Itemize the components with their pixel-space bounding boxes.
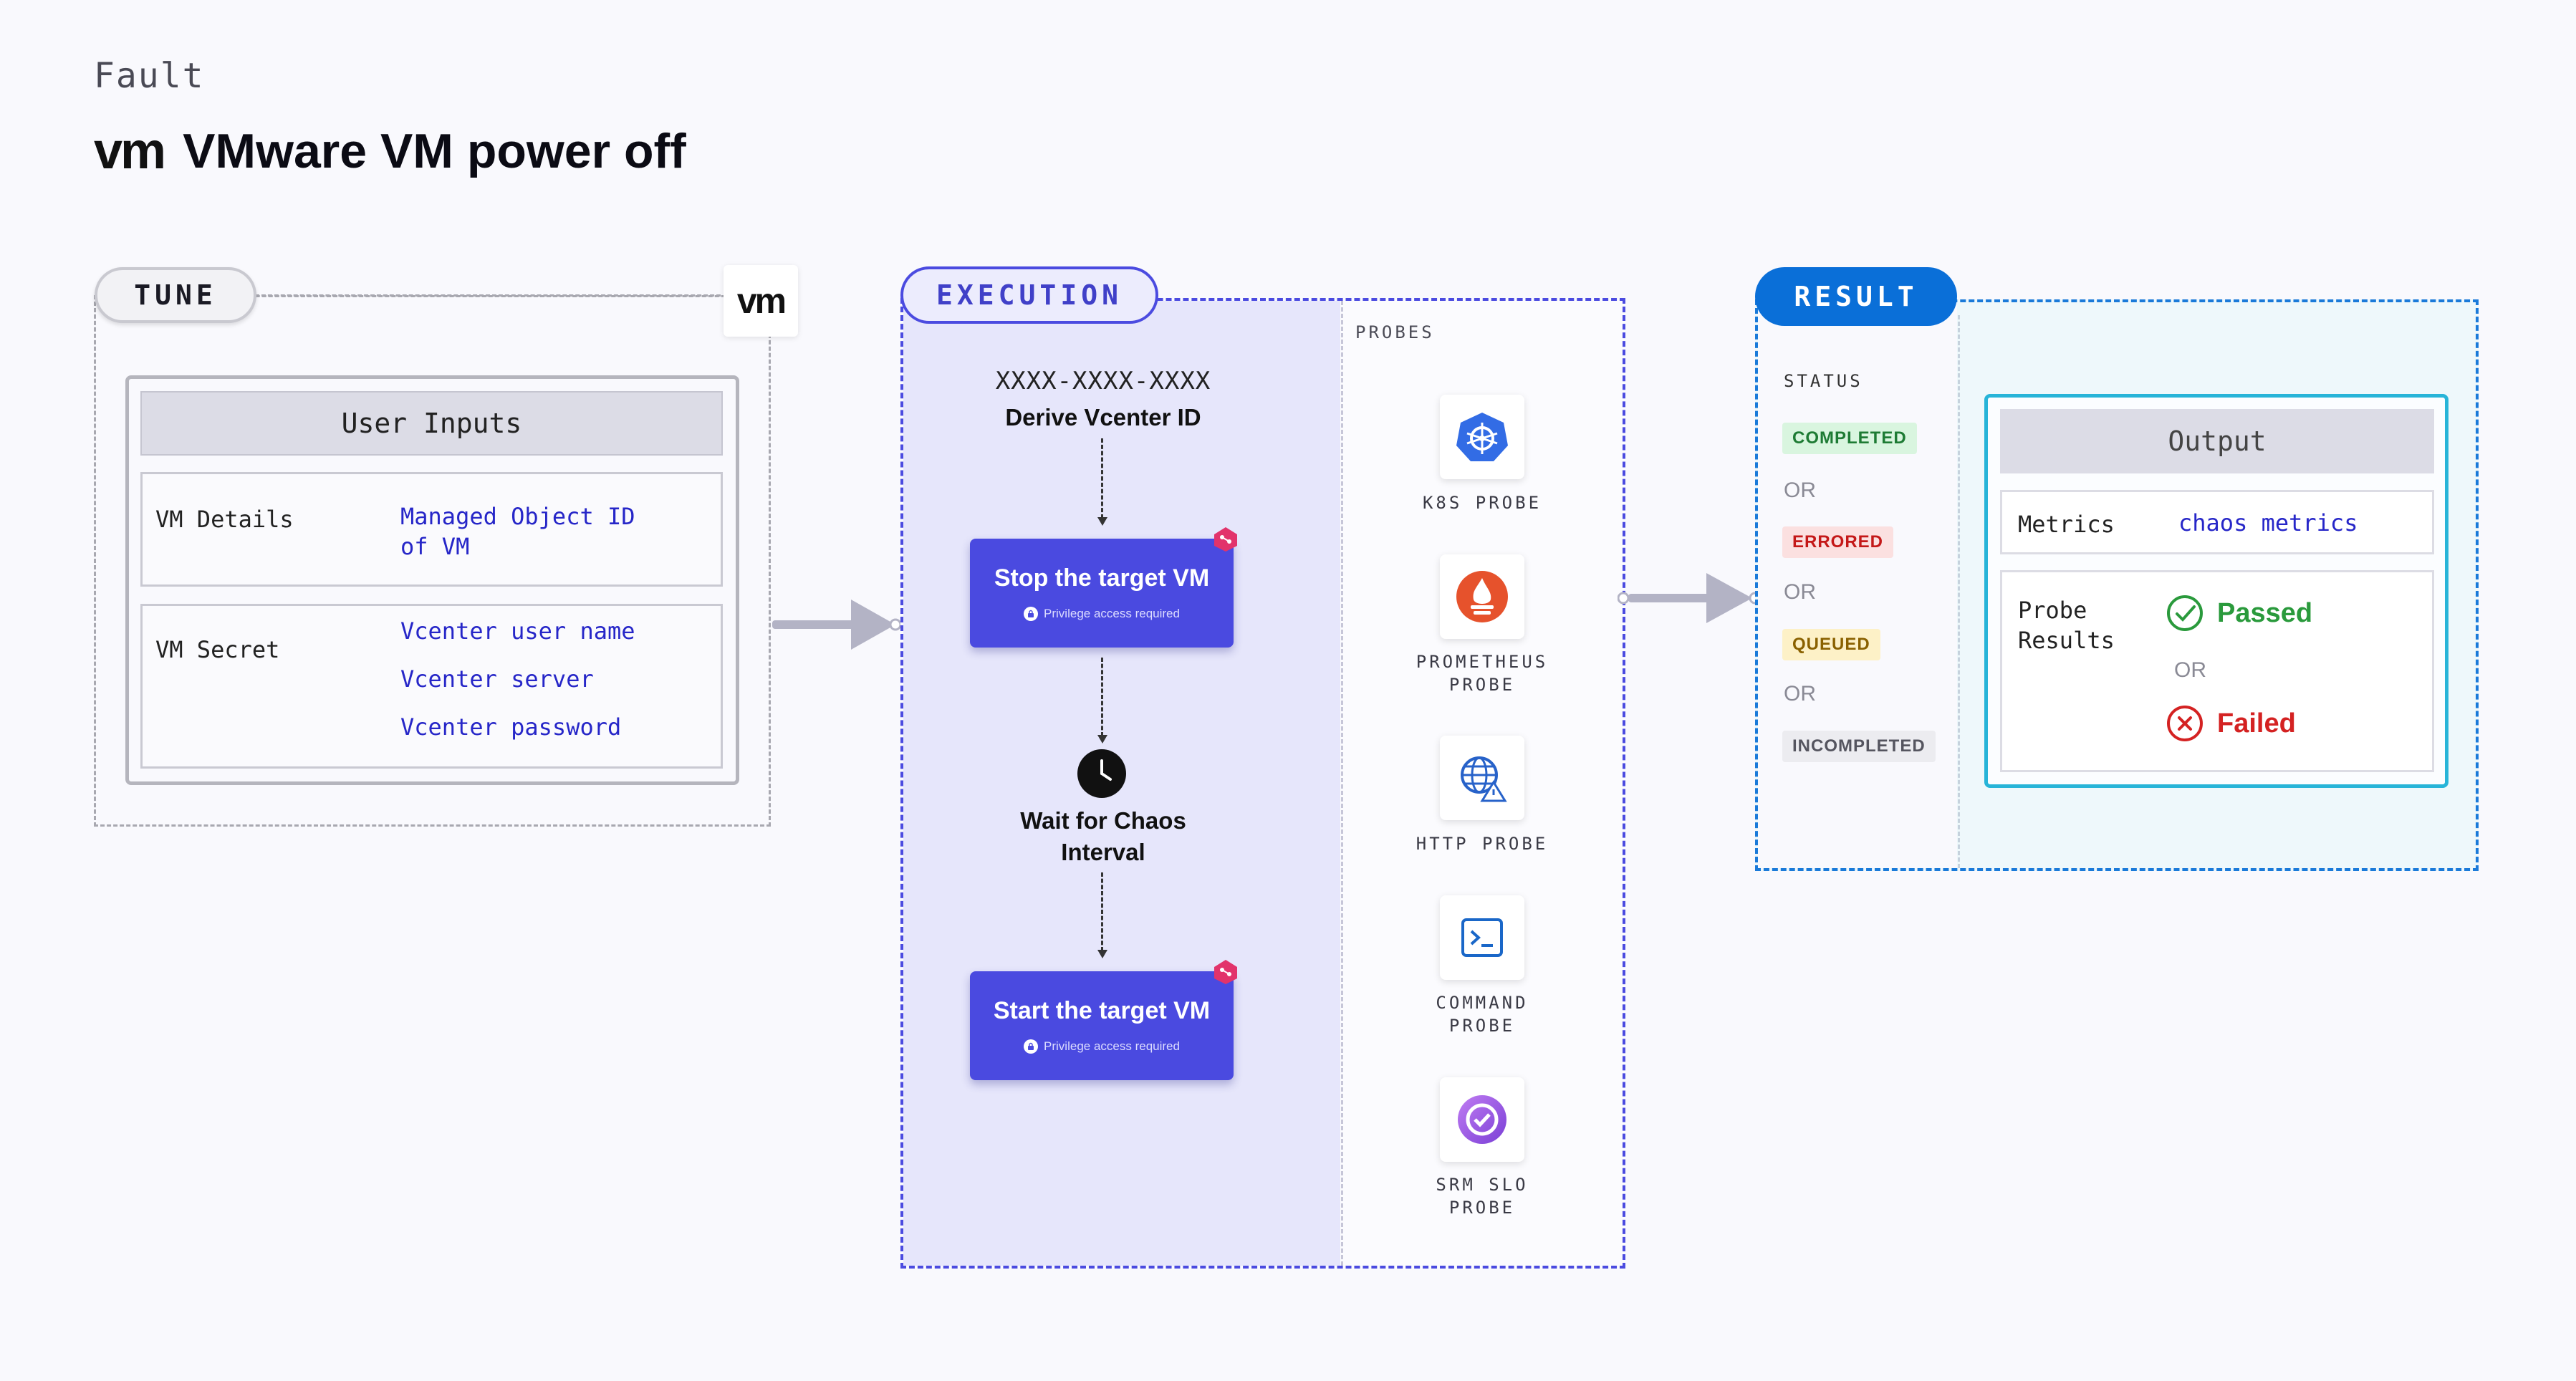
failed-label: Failed <box>2217 708 2296 738</box>
srm-slo-probe-label-line1: SRM SLO <box>1436 1175 1529 1195</box>
fault-label: Fault <box>94 56 205 96</box>
command-probe-label-line2: PROBE <box>1448 1016 1516 1036</box>
metrics-card: Metrics chaos metrics <box>2000 490 2434 554</box>
start-vm-step: Start the target VM Privilege access req… <box>970 971 1234 1080</box>
start-vm-privilege-note: Privilege access required <box>970 1039 1234 1054</box>
status-badge-completed: COMPLETED <box>1782 423 1917 454</box>
status-column <box>1758 302 1957 868</box>
probe-results-key-line2: Results <box>2018 627 2115 654</box>
command-probe-label: COMMAND PROBE <box>1389 991 1575 1037</box>
vmware-logo-icon: vm <box>94 122 166 180</box>
or-separator: OR <box>2174 658 2206 682</box>
connector-stop-wait <box>1101 658 1103 736</box>
passed-label: Passed <box>2217 597 2313 628</box>
prometheus-probe-label-line2: PROBE <box>1448 675 1516 695</box>
metrics-key: Metrics <box>2018 511 2115 538</box>
prometheus-icon <box>1440 554 1524 639</box>
or-separator: OR <box>1784 580 1816 604</box>
status-badge-errored: ERRORED <box>1782 526 1894 558</box>
connector-derive-stop <box>1101 438 1103 519</box>
x-circle-icon <box>2167 706 2203 741</box>
wait-chaos-interval-label: Wait for Chaos Interval <box>989 805 1218 868</box>
probe-failed: Failed <box>2166 704 2296 743</box>
vm-secret-value-server: Vcenter server <box>400 665 594 693</box>
result-pill: RESULT <box>1755 267 1957 326</box>
vm-details-value-line2: of VM <box>400 533 470 560</box>
command-probe-label-line1: COMMAND <box>1436 993 1529 1013</box>
or-separator: OR <box>1784 682 1816 706</box>
stop-vm-privilege-note: Privilege access required <box>970 607 1234 621</box>
user-inputs-header: User Inputs <box>140 391 723 456</box>
wait-label-line2: Interval <box>1061 839 1145 865</box>
vm-details-value: Managed Object ID of VM <box>400 501 635 562</box>
http-probe-label-line1: HTTP PROBE <box>1416 834 1549 854</box>
check-circle-icon <box>2167 595 2203 631</box>
derive-vcenter-id-label: Derive Vcenter ID <box>1005 404 1201 430</box>
srm-slo-probe-label: SRM SLO PROBE <box>1389 1173 1575 1219</box>
vm-details-key: VM Details <box>155 506 294 533</box>
execution-pill: EXECUTION <box>900 266 1158 324</box>
kubernetes-icon <box>1440 395 1524 479</box>
chaos-fault-badge-icon <box>1212 526 1239 553</box>
vm-details-card: VM Details Managed Object ID of VM <box>140 472 723 587</box>
srm-slo-icon <box>1440 1077 1524 1162</box>
vm-details-value-line1: Managed Object ID <box>400 503 635 530</box>
probes-label: PROBES <box>1355 322 1435 342</box>
prometheus-probe-label: PROMETHEUS PROBE <box>1389 650 1575 696</box>
connector-arrow-tip <box>1097 950 1107 958</box>
vmware-badge: vm <box>724 265 798 337</box>
http-globe-icon <box>1440 736 1524 820</box>
vmware-badge-logo-icon: vm <box>736 281 787 321</box>
output-header: Output <box>2000 409 2434 473</box>
status-badge-incompleted: INCOMPLETED <box>1782 731 1936 762</box>
vcenter-id-placeholder: XXXX-XXXX-XXXX <box>995 367 1211 395</box>
stop-vm-title: Stop the target VM <box>994 564 1210 592</box>
stop-vm-privilege-text: Privilege access required <box>1044 607 1180 620</box>
vm-secret-key: VM Secret <box>155 636 280 663</box>
or-separator: OR <box>1784 478 1816 502</box>
tune-to-execution-arrow <box>772 600 902 653</box>
probe-results-card: Probe Results Passed OR Failed <box>2000 570 2434 772</box>
status-badge-queued: QUEUED <box>1782 629 1880 660</box>
connector-wait-start <box>1101 872 1103 951</box>
k8s-probe-label: K8S PROBE <box>1389 491 1575 514</box>
execution-to-result-arrow <box>1617 573 1762 627</box>
vm-secret-card: VM Secret Vcenter user name Vcenter serv… <box>140 604 723 769</box>
page-title: VMware VM power off <box>183 124 686 178</box>
status-label: STATUS <box>1784 371 1863 391</box>
connector-arrow-tip <box>1097 735 1107 744</box>
clock-icon <box>1076 748 1128 799</box>
title-row: vm VMware VM power off <box>94 122 686 181</box>
tune-header-line <box>255 294 721 297</box>
stop-vm-step: Stop the target VM Privilege access requ… <box>970 539 1234 648</box>
tune-pill: TUNE <box>95 267 256 323</box>
terminal-icon <box>1440 895 1524 980</box>
http-probe-label: HTTP PROBE <box>1389 832 1575 855</box>
vm-secret-value-password: Vcenter password <box>400 713 622 741</box>
lock-icon <box>1024 607 1039 621</box>
probe-results-key-line1: Probe <box>2018 597 2087 624</box>
prometheus-probe-label-line1: PROMETHEUS <box>1416 652 1549 672</box>
chaos-fault-badge-icon <box>1212 958 1239 986</box>
k8s-probe-label-line1: K8S PROBE <box>1422 493 1542 513</box>
probe-results-key: Probe Results <box>2018 595 2115 655</box>
start-vm-title: Start the target VM <box>993 997 1211 1024</box>
vm-secret-value-user: Vcenter user name <box>400 617 635 645</box>
result-divider <box>1958 315 1960 868</box>
probe-passed: Passed <box>2166 594 2312 632</box>
execution-divider <box>1341 301 1343 1266</box>
start-vm-privilege-text: Privilege access required <box>1044 1039 1180 1053</box>
srm-slo-probe-label-line2: PROBE <box>1448 1198 1516 1218</box>
metrics-value: chaos metrics <box>2178 509 2358 536</box>
lock-icon <box>1024 1039 1039 1054</box>
wait-label-line1: Wait for Chaos <box>1020 807 1186 834</box>
connector-arrow-tip <box>1097 517 1107 526</box>
